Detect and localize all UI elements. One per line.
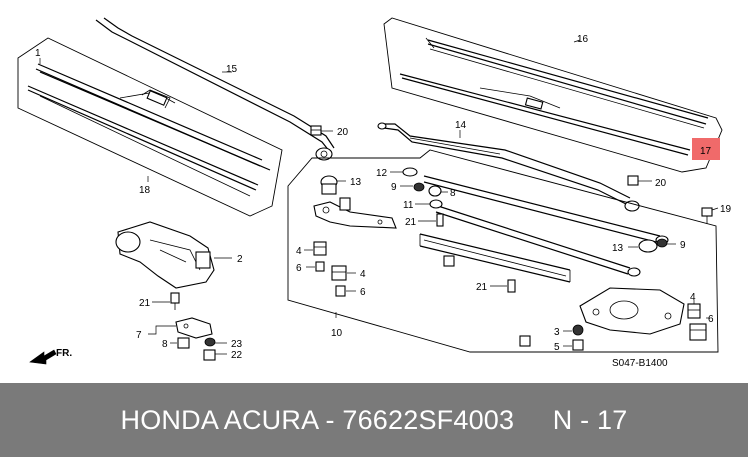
callout-6c: 6 bbox=[708, 314, 714, 325]
callout-19: 19 bbox=[720, 204, 732, 215]
blade-group-box-right bbox=[383, 17, 723, 173]
highlight-part-17[interactable] bbox=[692, 138, 720, 160]
leader-7 bbox=[148, 325, 176, 335]
washer-22 bbox=[203, 349, 216, 361]
callout-20a: 20 bbox=[337, 127, 349, 138]
callout-2: 2 bbox=[237, 254, 243, 265]
leader-19 bbox=[711, 207, 719, 211]
callout-4b: 4 bbox=[360, 269, 366, 280]
linkage-group-box bbox=[287, 149, 719, 353]
bolt-11 bbox=[429, 199, 443, 209]
callout-13a: 13 bbox=[350, 177, 362, 188]
front-direction-arrow: FR. bbox=[29, 348, 72, 365]
grommet-mid bbox=[443, 255, 455, 267]
bushing-8-upper bbox=[428, 185, 442, 197]
callout-3: 3 bbox=[554, 327, 560, 338]
callout-21b: 21 bbox=[405, 217, 417, 228]
grommet-bottom-left bbox=[519, 335, 531, 347]
leader-16 bbox=[573, 39, 581, 43]
callout-7: 7 bbox=[136, 330, 142, 341]
grommet-4-left bbox=[313, 241, 327, 256]
collar-6-mid bbox=[335, 285, 346, 297]
washer-12 bbox=[402, 167, 418, 177]
nut-20-right bbox=[627, 175, 639, 186]
wiper-motor-2 bbox=[115, 221, 215, 289]
cap-9-right bbox=[656, 238, 668, 248]
callout-1: 1 bbox=[35, 48, 41, 59]
callout-12: 12 bbox=[376, 168, 388, 179]
wiper-rubber-16 bbox=[425, 37, 709, 129]
bolt-21-left bbox=[170, 292, 180, 310]
callout-17[interactable]: 17 bbox=[700, 146, 712, 157]
front-label: FR. bbox=[56, 348, 72, 359]
nut-20-left bbox=[310, 125, 322, 136]
callout-22: 22 bbox=[231, 350, 243, 361]
callout-8a: 8 bbox=[162, 339, 168, 350]
callout-4a: 4 bbox=[296, 246, 302, 257]
callout-20b: 20 bbox=[655, 178, 667, 189]
linkage-rod-middle bbox=[435, 205, 641, 277]
motor-bracket bbox=[579, 287, 685, 335]
callout-23: 23 bbox=[231, 339, 243, 350]
pivot-housing-13-left bbox=[320, 175, 338, 195]
pivot-bracket-left bbox=[313, 197, 397, 229]
callout-18: 18 bbox=[139, 185, 151, 196]
wiper-arm-15 bbox=[95, 17, 335, 161]
wiper-blade-17 bbox=[399, 73, 691, 156]
part-caption: HONDA ACURA - 76622SF4003 N - 17 bbox=[120, 404, 628, 435]
grommet-3 bbox=[572, 324, 584, 336]
grommet-4-right bbox=[687, 303, 701, 319]
blade-group-box-left bbox=[17, 37, 283, 217]
diagram-code: S047-B1400 bbox=[612, 358, 668, 369]
cap-9-left bbox=[413, 182, 425, 192]
callout-4c: 4 bbox=[690, 292, 696, 303]
callout-9b: 9 bbox=[680, 240, 686, 251]
pivot-housing-13-right bbox=[638, 239, 658, 253]
collar-6-left bbox=[315, 261, 325, 272]
wiper-assembly-drawing: 1 18 15 20 16 17 20 bbox=[17, 17, 732, 369]
callout-21a: 21 bbox=[139, 298, 151, 309]
grommet-right-lower bbox=[689, 323, 707, 341]
callout-11: 11 bbox=[403, 200, 414, 211]
footer-bar: HONDA ACURA - 76622SF4003 N - 17 bbox=[0, 383, 748, 457]
callout-8b: 8 bbox=[450, 188, 456, 199]
callout-5: 5 bbox=[554, 342, 560, 353]
callout-16: 16 bbox=[577, 34, 589, 45]
callout-9a: 9 bbox=[391, 182, 397, 193]
callout-13b: 13 bbox=[612, 243, 624, 254]
callout-6a: 6 bbox=[296, 263, 302, 274]
bolt-19 bbox=[701, 207, 713, 224]
bolt-21-upper bbox=[436, 213, 444, 227]
bushing-8-lower bbox=[177, 337, 190, 349]
wiper-blade-1 bbox=[35, 63, 271, 171]
linkage-rod-lower bbox=[419, 233, 571, 283]
nut-23 bbox=[204, 337, 216, 347]
wiper-rubber-18 bbox=[27, 85, 259, 197]
callout-15: 15 bbox=[226, 64, 238, 75]
parts-diagram: 1 18 15 20 16 17 20 bbox=[17, 17, 732, 369]
callout-10: 10 bbox=[331, 328, 343, 339]
bolt-21-lower bbox=[507, 279, 516, 293]
collar-5 bbox=[572, 339, 584, 351]
linkage-rod-upper bbox=[423, 175, 669, 245]
motor-mount-bracket-7 bbox=[175, 317, 213, 339]
callout-14: 14 bbox=[455, 120, 467, 131]
callout-6b: 6 bbox=[360, 287, 366, 298]
grommet-4-mid bbox=[331, 265, 347, 281]
callout-21c: 21 bbox=[476, 282, 488, 293]
